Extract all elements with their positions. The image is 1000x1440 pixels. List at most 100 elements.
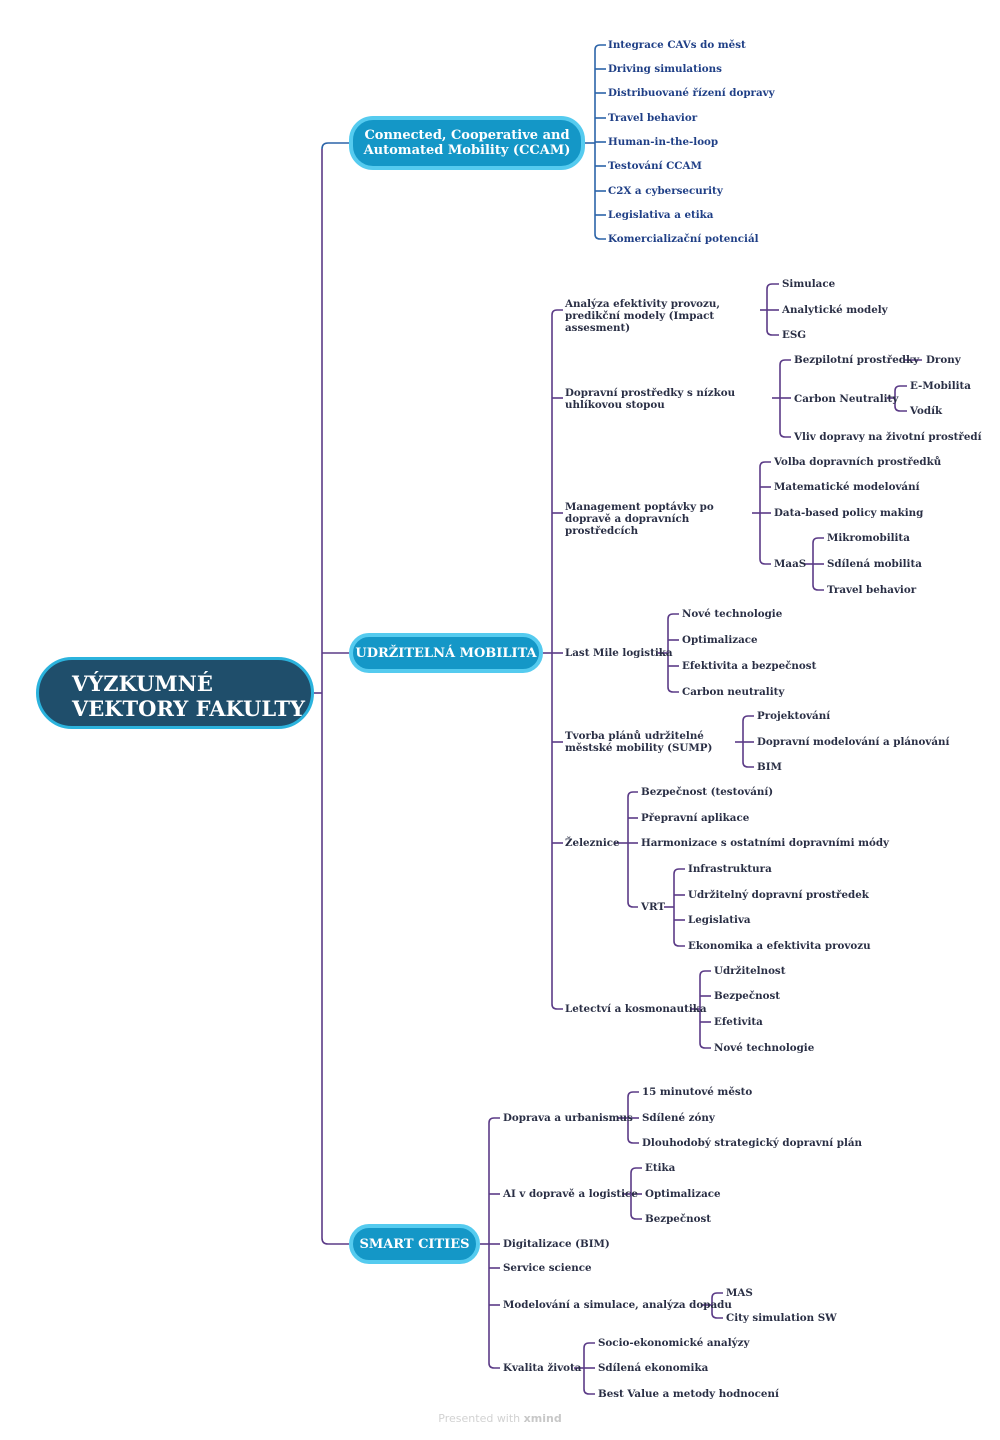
um-impact-child[interactable]: ESG (782, 329, 807, 341)
connector (711, 1292, 723, 1299)
sc-model-child[interactable]: City simulation SW (726, 1312, 837, 1324)
central-topic[interactable]: VÝZKUMNÉ VEKTORY FAKULTY (36, 657, 314, 729)
ccam-item[interactable]: Integrace CAVs do měst (608, 39, 746, 51)
ccam-item[interactable]: Legislativa a etika (608, 209, 714, 221)
sc-qol-child[interactable]: Best Value a metody hodnocení (598, 1388, 779, 1400)
um-rail-node[interactable]: Železnice (565, 837, 620, 849)
ccam-item[interactable]: Komercializační potenciál (608, 233, 759, 245)
um-vrt-child[interactable]: Legislativa (688, 914, 751, 926)
topic-udrzitelna-mobilita[interactable]: UDRŽITELNÁ MOBILITA (349, 633, 543, 673)
um-low-vliv[interactable]: Vliv dopravy na životní prostředí (794, 431, 982, 443)
sc-urb-child[interactable]: Dlouhodobý strategický dopravní plán (642, 1137, 863, 1149)
um-low-vodik[interactable]: Vodík (910, 405, 943, 417)
sc-model-child[interactable]: MAS (726, 1287, 753, 1299)
um-impact-child[interactable]: Analytické modely (782, 304, 888, 316)
topic-ccam-line2: Automated Mobility (CCAM) (363, 143, 571, 158)
connector (699, 1042, 711, 1049)
um-mgmt-child[interactable]: Matematické modelování (774, 481, 920, 493)
sc-ai-child[interactable]: Bezpečnost (645, 1213, 712, 1225)
connector (812, 537, 824, 544)
connector (779, 431, 791, 438)
ccam-item[interactable]: Travel behavior (608, 112, 698, 124)
topic-smart-cities-label: SMART CITIES (359, 1236, 470, 1252)
sc-ai-child[interactable]: Etika (645, 1162, 676, 1174)
um-air-child[interactable]: Udržitelnost (714, 965, 786, 977)
um-sump-child[interactable]: BIM (757, 761, 782, 773)
ccam-item[interactable]: Testování CCAM (608, 160, 702, 172)
um-mgmt-child[interactable]: Volba dopravních prostředků (774, 456, 942, 468)
connector (627, 1137, 639, 1144)
um-rail-child[interactable]: Harmonizace s ostatními dopravními módy (641, 837, 890, 849)
um-last-mile-node[interactable]: Last Mile logistika (565, 647, 673, 659)
um-management-node[interactable]: Management poptávky po dopravě a dopravn… (565, 501, 714, 537)
um-mgmt-child[interactable]: Data-based policy making (774, 507, 924, 519)
um-low-emobilita[interactable]: E-Mobilita (910, 380, 971, 392)
um-low-bezpilotni[interactable]: Bezpilotní prostředky (794, 354, 920, 366)
um-sump-node[interactable]: Tvorba plánů udržitelné městské mobility… (565, 730, 713, 754)
um-maas-child[interactable]: Mikromobilita (827, 532, 910, 544)
sc-ai-node[interactable]: AI v dopravě a logistice (503, 1188, 638, 1200)
connector (667, 613, 679, 620)
sc-ai-child[interactable]: Optimalizace (645, 1188, 721, 1200)
sc-urb-node[interactable]: Doprava a urbanismus (503, 1112, 633, 1124)
sc-qol-node[interactable]: Kvalita života (503, 1362, 582, 1374)
um-rail-vrt[interactable]: VRT (641, 901, 666, 913)
topic-ccam-line1: Connected, Cooperative and (364, 128, 570, 143)
ccam-item[interactable]: Driving simulations (608, 63, 722, 75)
ccam-item[interactable]: Distribuované řízení dopravy (608, 87, 775, 99)
connector (627, 901, 638, 908)
um-mgmt-maas[interactable]: MaaS (774, 558, 807, 570)
connector (894, 405, 907, 412)
sc-service-node[interactable]: Service science (503, 1262, 592, 1274)
footer-brand: xmind (523, 1412, 562, 1425)
sc-qol-child[interactable]: Sdílená ekonomika (598, 1362, 709, 1374)
connector (742, 715, 754, 722)
um-rail-child[interactable]: Bezpečnost (testování) (641, 786, 774, 798)
um-maas-child[interactable]: Sdílená mobilita (827, 558, 922, 570)
connector (766, 283, 779, 290)
um-lastmile-child[interactable]: Carbon neutrality (682, 686, 785, 698)
um-low-carbon-node[interactable]: Dopravní prostředky s nízkou uhlíkovou s… (565, 387, 736, 411)
sc-bim-node[interactable]: Digitalizace (BIM) (503, 1238, 610, 1250)
footer-watermark: Presented with xmind (0, 1412, 1000, 1425)
central-topic-line2: VEKTORY FAKULTY (72, 696, 306, 721)
um-vrt-child[interactable]: Ekonomika a efektivita provozu (688, 940, 871, 952)
sc-urb-child[interactable]: 15 minutové město (642, 1086, 753, 1098)
um-maas-child[interactable]: Travel behavior (827, 584, 917, 596)
sc-model-node[interactable]: Modelování a simulace, analýza dopadu (503, 1299, 732, 1311)
um-rail-child[interactable]: Přepravní aplikace (641, 812, 750, 824)
um-vrt-child[interactable]: Udržitelný dopravní prostředek (688, 889, 869, 901)
um-air-child[interactable]: Nové technologie (714, 1042, 815, 1054)
um-sump-child[interactable]: Dopravní modelování a plánování (757, 736, 950, 748)
connector (321, 142, 349, 150)
um-air-child[interactable]: Efetivita (714, 1016, 763, 1028)
um-low-carbon-neutrality[interactable]: Carbon Neutrality (794, 393, 899, 405)
sc-urb-child[interactable]: Sdílené zóny (642, 1112, 715, 1124)
connector (759, 461, 771, 468)
um-impact-child[interactable]: Simulace (782, 278, 836, 290)
um-impact-node[interactable]: Analýza efektivity provozu, predikční mo… (565, 298, 720, 334)
topic-ccam[interactable]: Connected, Cooperative and Automated Mob… (349, 116, 585, 170)
connector (583, 1342, 595, 1349)
connector (766, 329, 779, 336)
connector (742, 761, 754, 768)
connector (551, 1003, 563, 1010)
um-sump-child[interactable]: Projektování (757, 710, 831, 722)
um-air-node[interactable]: Letectví a kosmonautika (565, 1003, 707, 1015)
ccam-item[interactable]: Human-in-the-loop (608, 136, 719, 148)
topic-smart-cities[interactable]: SMART CITIES (349, 1224, 480, 1264)
footer-prefix: Presented with (438, 1412, 521, 1425)
sc-qol-child[interactable]: Socio-ekonomické analýzy (598, 1337, 750, 1349)
ccam-item[interactable]: C2X a cybersecurity (608, 185, 723, 197)
um-air-child[interactable]: Bezpečnost (714, 990, 781, 1002)
connector (551, 309, 563, 316)
um-lastmile-child[interactable]: Efektivita a bezpečnost (682, 660, 817, 672)
um-lastmile-child[interactable]: Optimalizace (682, 634, 758, 646)
um-vrt-child[interactable]: Infrastruktura (688, 863, 772, 875)
um-low-drony[interactable]: Drony (926, 354, 961, 366)
um-lastmile-child[interactable]: Nové technologie (682, 608, 783, 620)
connector (673, 940, 685, 947)
connector (699, 970, 711, 977)
connector (630, 1213, 642, 1220)
